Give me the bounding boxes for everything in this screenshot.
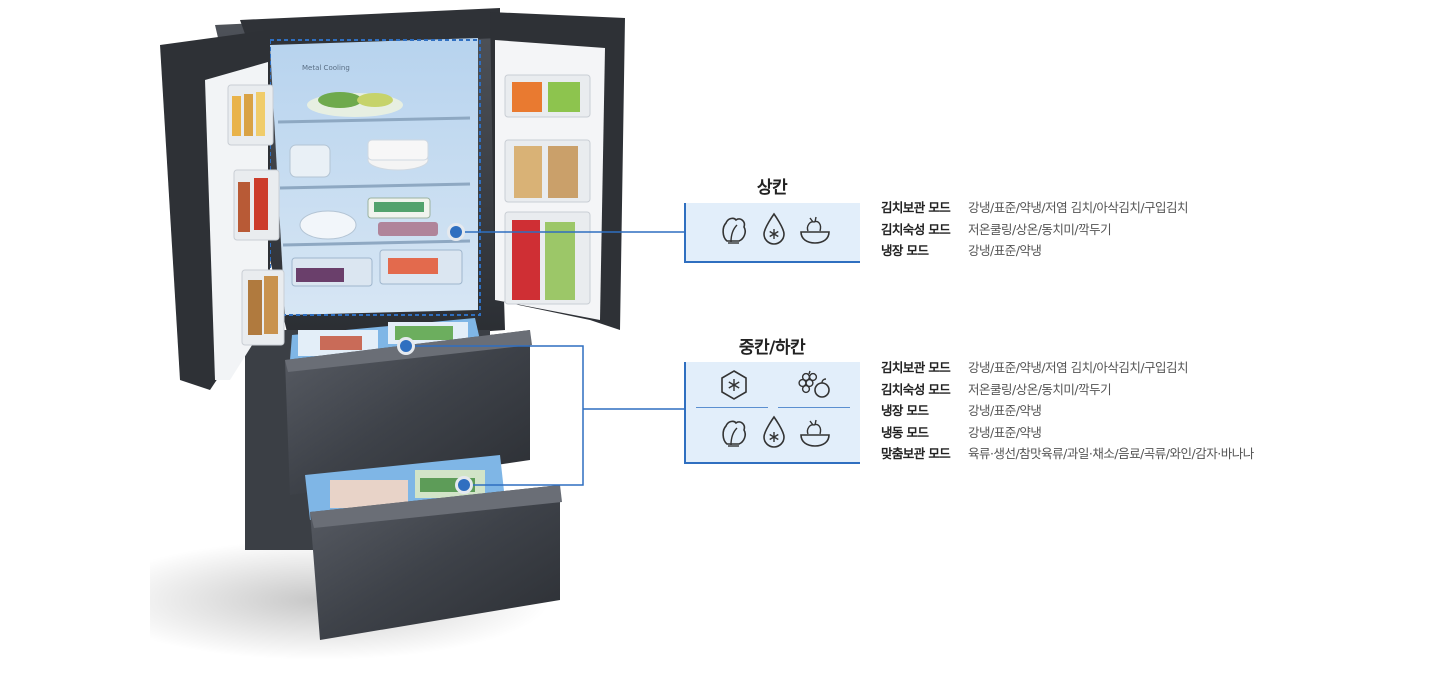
bowl-vegetable-icon — [800, 216, 830, 244]
mode-name: 냉동 모드 — [881, 424, 929, 440]
mode-name: 김치숙성 모드 — [881, 221, 951, 237]
mode-name: 김치보관 모드 — [881, 200, 951, 215]
lower-icon-box — [684, 362, 860, 464]
mode-name: 냉장 모드 — [881, 403, 929, 418]
refrigerator-illustration: Metal Cooling — [150, 8, 625, 660]
mode-name: 냉장 모드 — [881, 243, 929, 258]
upper-icon-box — [684, 203, 860, 263]
mode-row: 김치보관 모드 강냉/표준/약냉/저염 김치/아삭김치/구입김치 — [881, 197, 1189, 219]
mode-name: 김치보관 모드 — [881, 360, 951, 375]
icon-divider — [778, 407, 850, 408]
lower-section-title: 중칸/하칸 — [738, 338, 806, 358]
fruit-icon — [798, 370, 830, 398]
mode-values: 강냉/표준/약냉/저염 김치/아삭김치/구입김치 — [968, 200, 1189, 215]
bowl-vegetable-icon — [800, 419, 830, 447]
middle-compartment-marker — [397, 337, 415, 355]
mode-row: 냉장 모드 강냉/표준/약냉 — [881, 400, 1254, 422]
mode-values: 저온쿨링/상온/동치미/깍두기 — [968, 381, 1112, 397]
mode-row: 냉동 모드 강냉/표준/약냉 — [881, 422, 1254, 444]
mode-row: 김치숙성 모드 저온쿨링/상온/동치미/깍두기 — [881, 219, 1188, 241]
upper-compartment-marker — [447, 223, 465, 241]
snowflake-hexagon-icon — [721, 370, 747, 400]
upper-mode-list: 김치보관 모드 강냉/표준/약냉/저염 김치/아삭김치/구입김치 김치숙성 모드 저… — [881, 197, 1189, 262]
mode-values: 강냉/표준/약냉 — [968, 424, 1042, 440]
product-label: Metal Cooling — [302, 64, 350, 72]
mode-values: 육류·생선/참맛육류/과일·채소/음료/곡류/와인/감자·바나나 — [968, 446, 1254, 461]
mode-row: 냉장 모드 강냉/표준/약냉 — [881, 240, 1188, 262]
mode-values: 강냉/표준/약냉 — [968, 403, 1042, 418]
upper-section-title: 상칸 — [756, 178, 788, 198]
icon-divider — [696, 407, 768, 408]
mode-name: 김치숙성 모드 — [881, 381, 951, 397]
water-drop-icon — [763, 415, 785, 448]
water-drop-icon — [763, 212, 785, 245]
mode-name: 맞춤보관 모드 — [881, 446, 951, 461]
cabbage-icon — [722, 420, 746, 447]
mode-values: 저온쿨링/상온/동치미/깍두기 — [968, 221, 1112, 237]
mode-values: 강냉/표준/약냉 — [968, 243, 1042, 258]
cabbage-icon — [722, 217, 746, 244]
mode-row: 김치숙성 모드 저온쿨링/상온/동치미/깍두기 — [881, 379, 1254, 401]
mode-row: 김치보관 모드 강냉/표준/약냉/저염 김치/아삭김치/구입김치 — [881, 357, 1254, 379]
lower-compartment-marker — [455, 476, 473, 494]
mode-row: 맞춤보관 모드 육류·생선/참맛육류/과일·채소/음료/곡류/와인/감자·바나나 — [881, 443, 1254, 465]
mode-values: 강냉/표준/약냉/저염 김치/아삭김치/구입김치 — [968, 360, 1189, 375]
lower-mode-list: 김치보관 모드 강냉/표준/약냉/저염 김치/아삭김치/구입김치 김치숙성 모드 저… — [881, 357, 1254, 465]
